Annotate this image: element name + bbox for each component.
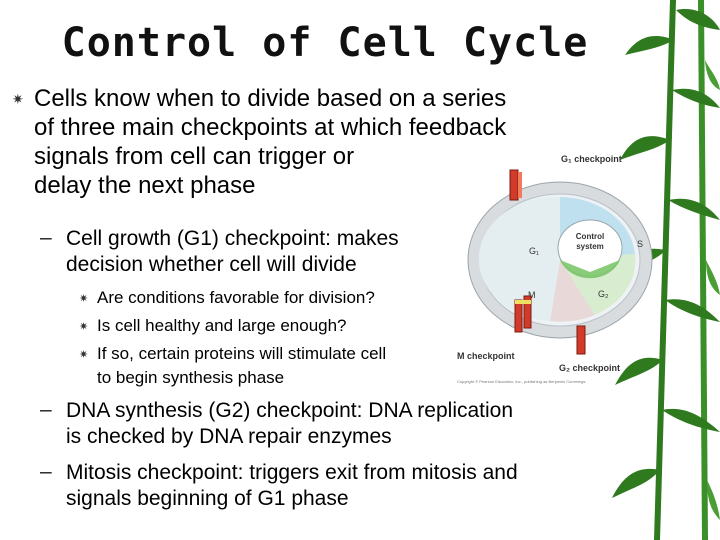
sub-item-text: If so, certain proteins will stimulate c…: [97, 344, 387, 363]
asterisk-bullet-icon: ✷: [79, 349, 89, 361]
asterisk-bullet-icon: ✷: [79, 293, 89, 305]
sub-bullet-line: signals beginning of G1 phase: [66, 487, 349, 510]
dash-bullet: –: [40, 460, 52, 483]
sub-bullet-line: Cell growth (G1) checkpoint: makes: [66, 227, 399, 250]
s-label: S: [637, 239, 643, 249]
sub-bullet-line: decision whether cell will divide: [66, 253, 357, 276]
control-label: Control: [576, 232, 604, 241]
sub-bullet-line: DNA synthesis (G2) checkpoint: DNA repli…: [66, 399, 514, 422]
bamboo-decoration: [612, 0, 720, 540]
dash-bullet: –: [40, 398, 52, 421]
sub-item-text: Is cell healthy and large enough?: [97, 316, 347, 335]
main-bullet-line: Cells know when to divide based on a ser…: [34, 85, 507, 112]
g1-phase-sector: [478, 196, 560, 321]
dash-bullet: –: [40, 226, 52, 249]
g2-checkpoint-gate: [576, 325, 586, 355]
main-bullet-line: delay the next phase: [34, 172, 256, 199]
sub-item-text: to begin synthesis phase: [97, 368, 285, 387]
sub-bullet-mitosis: Mitosis checkpoint: triggers exit from m…: [66, 460, 518, 512]
g2-checkpoint-label: G₂ checkpoint: [559, 363, 620, 373]
m-label: M: [528, 290, 536, 300]
cell-cycle-diagram: G₁ checkpoint Control system G₁ S M G₂ M…: [457, 154, 653, 384]
asterisk-bullet-icon: ✷: [79, 321, 89, 333]
slide-title: Control of Cell Cycle: [61, 20, 589, 66]
m-checkpoint-label: M checkpoint: [457, 351, 515, 361]
sub-bullet-g2: DNA synthesis (G2) checkpoint: DNA repli…: [66, 398, 513, 450]
control-system-green: [560, 260, 620, 279]
g1-checkpoint-gate: [509, 169, 522, 201]
sub-bullet-g1: Cell growth (G1) checkpoint: makes decis…: [66, 226, 399, 278]
g2-label: G₂: [598, 289, 609, 299]
main-bullet-line: signals from cell can trigger or: [34, 143, 355, 170]
main-bullet-text: Cells know when to divide based on a ser…: [34, 84, 604, 200]
sub-item-text: Are conditions favorable for division?: [97, 288, 375, 307]
copyright-label: Copyright © Pearson Education, Inc., pub…: [457, 379, 586, 384]
m-checkpoint-gate: [514, 295, 532, 333]
sub-bullet-line: is checked by DNA repair enzymes: [66, 425, 392, 448]
g1-checkpoint-label: G₁ checkpoint: [561, 154, 622, 164]
system-label: system: [576, 242, 604, 251]
m-phase-sector: [550, 260, 595, 322]
main-bullet-line: of three main checkpoints at which feedb…: [34, 114, 507, 141]
sub-bullet-line: Mitosis checkpoint: triggers exit from m…: [66, 461, 518, 484]
asterisk-bullet-icon: ✷: [12, 91, 24, 107]
g1-label: G₁: [529, 246, 539, 256]
